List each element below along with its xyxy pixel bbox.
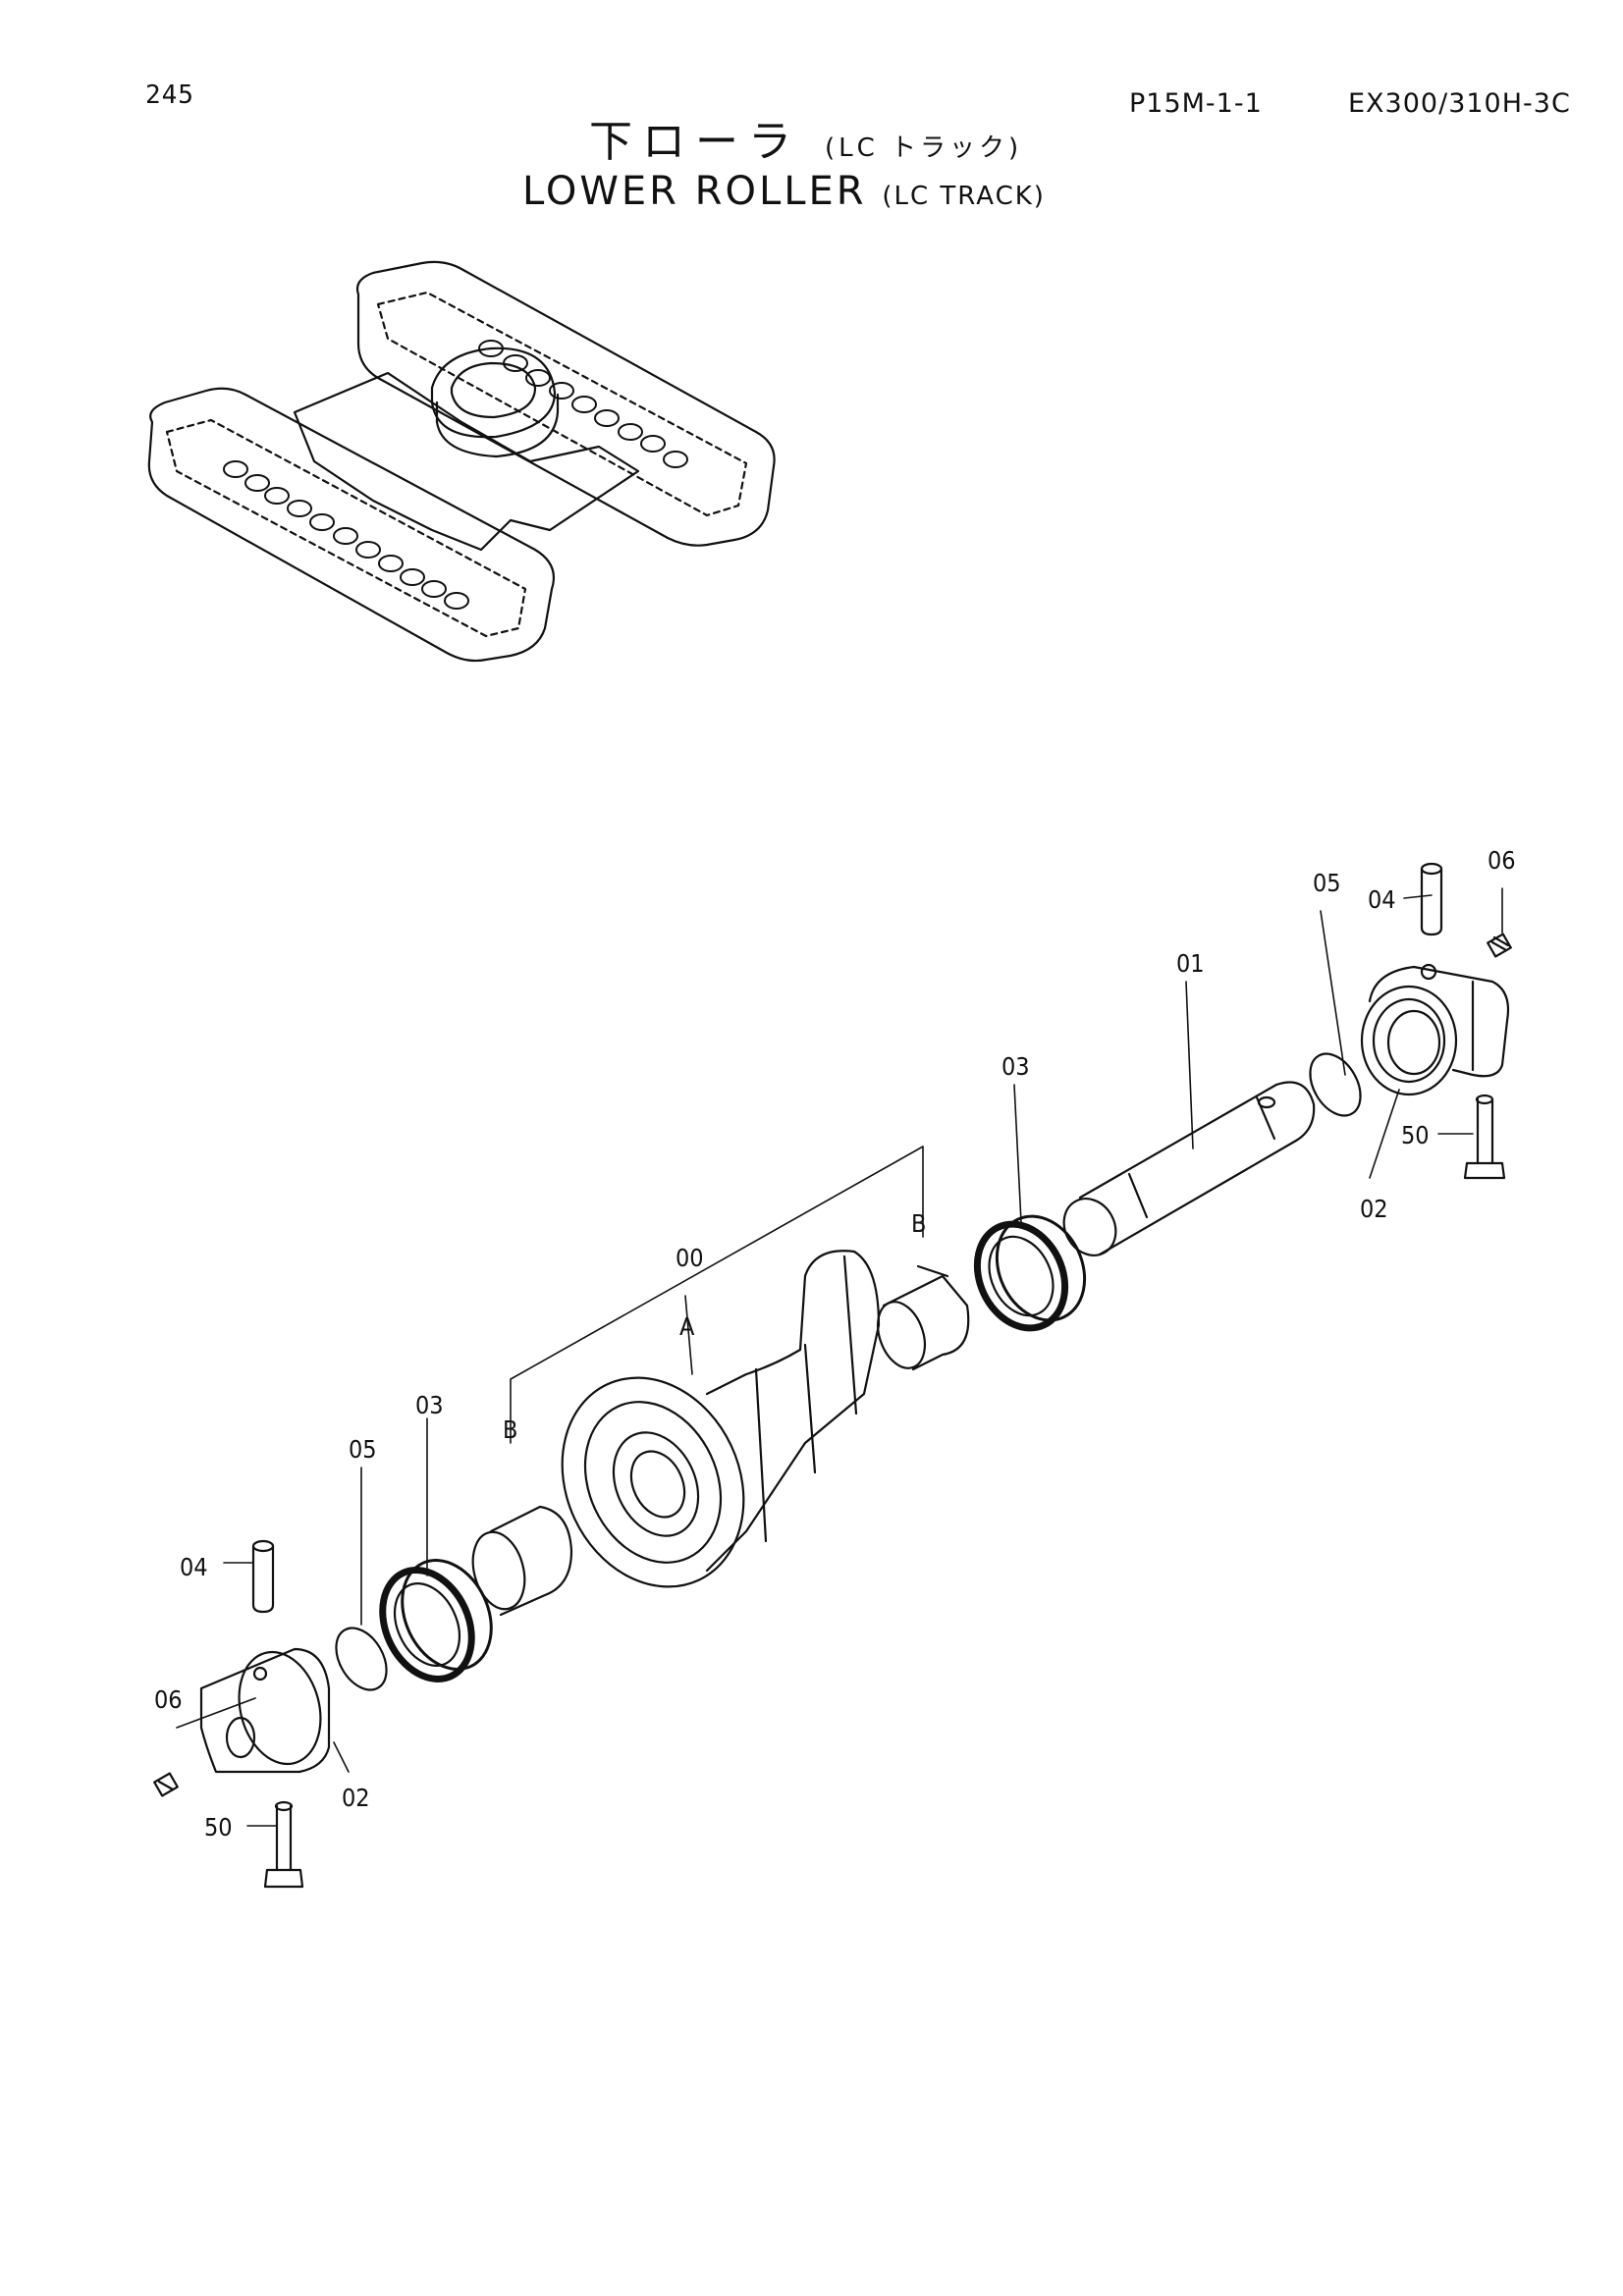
callout-03-right: 03 [1001,1052,1030,1081]
callout-00: 00 [676,1244,704,1272]
callout-06-right: 06 [1488,846,1516,875]
part-00-roller-body [561,1250,881,1588]
part-03-seal-left [379,1559,493,1682]
undercarriage-overview [147,260,776,663]
title-english-main: LOWER ROLLER [522,169,867,214]
roller-cluster-right [478,340,688,468]
callout-02-right: 02 [1360,1195,1388,1223]
callout-05-left: 05 [349,1435,377,1464]
part-05-oring-right [1309,1052,1362,1117]
callout-05-right: 05 [1313,869,1341,897]
callout-a: A [679,1312,695,1341]
part-03-seal-right [973,1214,1087,1332]
title-japanese: 下ローラ (LC トラック) [589,106,1022,169]
part-04-pin-right [1420,862,1443,936]
callout-06-left: 06 [154,1685,183,1714]
callout-b-right: B [911,1209,926,1238]
callout-b-left: B [503,1415,517,1444]
callout-04-left: 04 [180,1553,208,1581]
roller-cluster-left [223,460,469,610]
part-02-bracket-right [1360,963,1510,1096]
callout-labels: 01 02 02 03 03 04 04 05 05 06 06 50 50 0… [154,846,1516,1842]
callout-01: 01 [1176,949,1205,978]
part-b-bushing-right [877,1264,970,1371]
part-b-bushing-left [471,1505,573,1617]
part-06-plug-left [153,1772,179,1797]
part-06-plug-right [1487,933,1512,958]
part-50-bolt-right [1463,1094,1506,1180]
part-01-shaft [1062,1081,1316,1256]
part-05-oring-left [335,1627,388,1691]
callout-50-left: 50 [204,1813,233,1842]
callout-03-left: 03 [415,1391,444,1419]
part-50-bolt-left [263,1800,304,1889]
title-english-sub: (LC TRACK) [882,182,1046,211]
part-02-bracket-left [199,1647,331,1774]
callout-02-left: 02 [342,1784,370,1812]
part-04-pin-left [251,1539,275,1614]
callout-04-right: 04 [1368,885,1396,914]
callout-50-right: 50 [1401,1121,1430,1149]
page-number: 245 [145,80,194,110]
title-japanese-sub: (LC トラック) [825,133,1023,163]
model-number: EX300/310H-3C [1348,88,1571,119]
title-japanese-main: 下ローラ [589,117,801,167]
title-english: LOWER ROLLER (LC TRACK) [522,169,1046,214]
sheet-code: P15M-1-1 [1129,88,1263,119]
leader-lines [176,887,1503,1827]
